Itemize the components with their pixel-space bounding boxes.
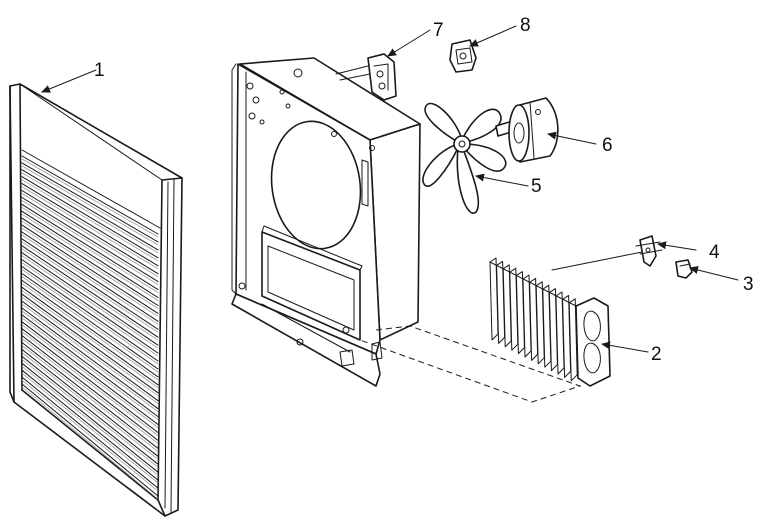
louver-shadow [21,234,159,325]
heating-element-fins [489,257,578,382]
louver-line [21,279,159,378]
louver-shadow [21,345,159,452]
louver-line [21,266,159,362]
louver-line [21,217,159,306]
louver-line [21,273,159,370]
louver-line [21,252,159,346]
louver-shadow [21,227,159,317]
louver-line [21,300,159,402]
louver-shadow [21,324,159,428]
louver-shadow [21,158,159,238]
louver-line [21,376,159,489]
callout-4: 4 [709,242,720,263]
louver-shadow [21,372,159,484]
louver-line [21,259,159,354]
louver-shadow [21,296,159,397]
clip-bracket-part [635,235,663,267]
louver-line [21,355,159,465]
callout-numbers: 1 2 3 4 5 6 7 8 [94,15,754,365]
louver-line [21,190,159,275]
thermostat-switch-part [335,53,397,101]
louver-shadow [21,352,159,460]
fan-blade-part [422,102,507,215]
louver-line [21,369,159,481]
louver-shadow [21,283,159,381]
louver-shadow [21,179,159,262]
louver-line [21,197,159,283]
louver-shadow [21,365,159,476]
callout-1: 1 [94,60,105,81]
wire-leads [359,251,643,403]
callout-7: 7 [433,20,444,41]
callout-3: 3 [743,274,754,295]
louver-line [21,155,159,235]
louver-line [21,224,159,314]
louver-shadow [21,317,159,420]
louver-shadow [21,289,159,389]
louver-line [21,335,159,441]
louver-shadow [21,207,159,293]
louver-line [21,245,159,338]
louver-line [21,203,159,291]
louver-shadow [21,262,159,357]
louver-shadow [21,165,159,246]
louver-line [21,162,159,243]
leader-lines [41,25,739,353]
louver-line [21,349,159,457]
callout-6: 6 [602,135,613,156]
louver-shadow [21,241,159,333]
louver-shadow [21,331,159,436]
grille-louvers [21,155,159,500]
motor-part [495,97,559,163]
louver-line [21,342,159,449]
louver-line [21,314,159,418]
louver-shadow [21,303,159,405]
louver-shadow [21,193,159,278]
louver-shadow [21,310,159,413]
grille-part [9,83,183,517]
louver-shadow [21,200,159,285]
louver-shadow [21,220,159,309]
louver-line [21,293,159,394]
clip-small-part [675,259,693,279]
louver-shadow [21,359,159,468]
louver-shadow [21,276,159,373]
louver-shadow [21,248,159,341]
louver-line [21,362,159,473]
louver-line [21,328,159,433]
louver-line [21,231,159,322]
louver-line [21,169,159,251]
louver-line [21,176,159,259]
louver-line [21,321,159,425]
callout-5: 5 [531,176,542,197]
louver-line [21,307,159,410]
louver-shadow [21,386,159,500]
louver-shadow [21,338,159,444]
louver-shadow [21,379,159,492]
louver-line [21,210,159,298]
callout-2: 2 [651,344,662,365]
louver-shadow [21,255,159,349]
louver-shadow [21,269,159,365]
louver-shadow [21,186,159,270]
louver-line [21,183,159,267]
chassis-part [231,57,421,387]
louver-shadow [21,172,159,254]
callout-8: 8 [520,15,531,36]
louver-line [21,238,159,330]
louver-shadow [21,213,159,301]
louver-line [21,383,159,497]
heating-element-part [489,257,611,387]
louver-line [21,286,159,386]
